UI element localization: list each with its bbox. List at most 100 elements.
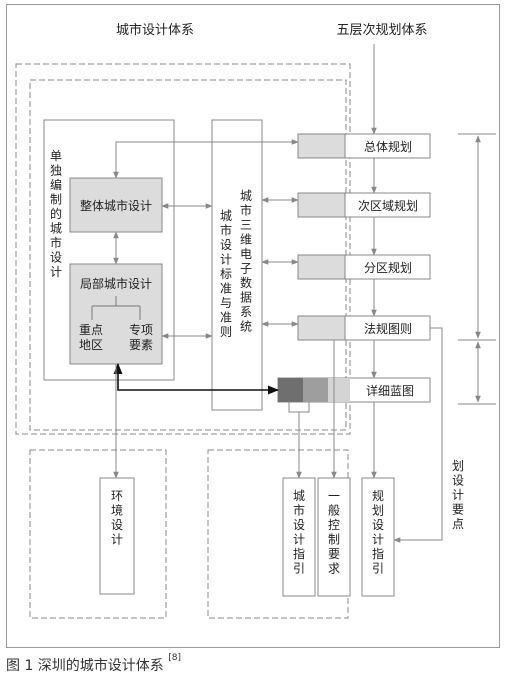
caption-text: 图 1 深圳的城市设计体系 [6,658,169,674]
pguide-char: 规 [372,488,384,503]
key-area-line1: 重点 [79,323,103,337]
detailed-plan-mid [303,378,328,402]
pguide-char: 指 [372,546,384,561]
standards-char: 则 [220,325,232,339]
design-guide-box [282,477,316,597]
env-char: 环 [111,489,123,503]
standards-char: 准 [220,311,232,325]
guide-char: 计 [293,533,305,547]
standards-char: 市 [220,223,232,238]
figure-caption: 图 1 深圳的城市设计体系 [8] [6,653,182,675]
datasystem-char: 系 [240,305,252,319]
standards-char: 城 [220,209,232,223]
separate-char: 的 [50,206,62,221]
separate-char: 单 [50,149,62,163]
control-char: 控 [328,518,340,532]
control-char: 制 [328,533,340,547]
special-elements-line1: 专项 [129,322,153,337]
arrow-local-detailed [113,362,280,395]
statutory-plan-white [344,315,431,341]
keypoints-char: 计 [452,488,464,502]
statutory-plan-label: 法规图则 [364,321,412,336]
env-design-box [99,477,135,595]
planning-guide-box [361,477,395,597]
district-plan-white [344,254,431,280]
datasystem-char: 维 [240,233,252,247]
guide-char: 指 [293,546,305,561]
env-char: 境 [111,503,123,518]
separate-char: 制 [50,193,62,207]
guide-char: 设 [293,518,305,532]
bracket-detailed-guide [288,402,310,413]
datasystem-char: 城 [240,189,252,203]
guide-dashed-frame [207,449,349,619]
datasystem-char: 统 [240,320,252,334]
guide-char: 引 [293,562,305,576]
keypoints-char: 设 [452,474,464,488]
standards-char: 设 [220,238,232,252]
detailed-plan-label: 详细蓝图 [366,383,414,398]
separate-char: 市 [50,235,62,250]
guide-char: 城 [293,489,305,503]
standards-char: 准 [220,282,232,296]
detailed-plan-light [328,378,350,402]
caption-ref: [8] [168,653,182,663]
control-char: 求 [328,562,340,576]
separate-char: 独 [50,164,62,178]
local-design-box [69,263,163,365]
pguide-char: 划 [372,504,384,518]
separate-char: 计 [50,265,62,279]
pguide-char: 设 [372,518,384,532]
right-title: 五层次规划体系 [336,22,427,38]
separate-char: 城 [50,222,62,236]
separate-char: 编 [50,177,62,192]
standards-char: 与 [220,296,232,310]
outer-dashed-frame [15,63,351,435]
local-design-label: 局部城市设计 [80,276,152,291]
control-char: 一 [328,489,340,503]
env-dashed-frame [29,449,167,619]
master-plan-white [344,133,431,159]
key-area-line2: 地区 [79,338,103,352]
datasystem-char: 据 [240,291,252,305]
separate-char: 设 [50,251,62,265]
control-char: 要 [328,547,340,561]
arrow-master-to-overall [113,139,299,179]
keypoints-char: 点 [452,517,464,531]
datasystem-char: 数 [240,275,252,290]
datasystem-char: 三 [240,218,252,232]
arrow-statutory-to-pguide [393,327,443,543]
subregion-plan-label: 次区域规划 [358,198,418,213]
left-title: 城市设计体系 [116,22,194,38]
datasystem-char: 市 [240,203,252,218]
datasystem-char: 电 [240,247,252,261]
env-char: 计 [111,533,123,547]
detailed-plan-dark [278,378,303,402]
master-plan-label: 总体规划 [364,139,412,154]
local-branch-lines [91,296,141,320]
control-char: 般 [328,503,340,518]
pguide-char: 引 [372,562,384,576]
keypoints-char: 划 [452,459,464,473]
guide-char: 市 [293,503,305,518]
district-plan-label: 分区规划 [364,260,412,275]
env-char: 设 [111,518,123,532]
keypoints-char: 要 [452,503,464,517]
control-req-box [317,477,351,597]
datasystem-char: 子 [240,262,252,276]
special-elements-line2: 要素 [129,338,153,352]
pguide-char: 计 [372,533,384,547]
standards-char: 计 [220,253,232,267]
subregion-plan-white [344,192,431,218]
standards-char: 标 [220,267,232,281]
overall-design-label: 整体城市设计 [80,198,152,213]
